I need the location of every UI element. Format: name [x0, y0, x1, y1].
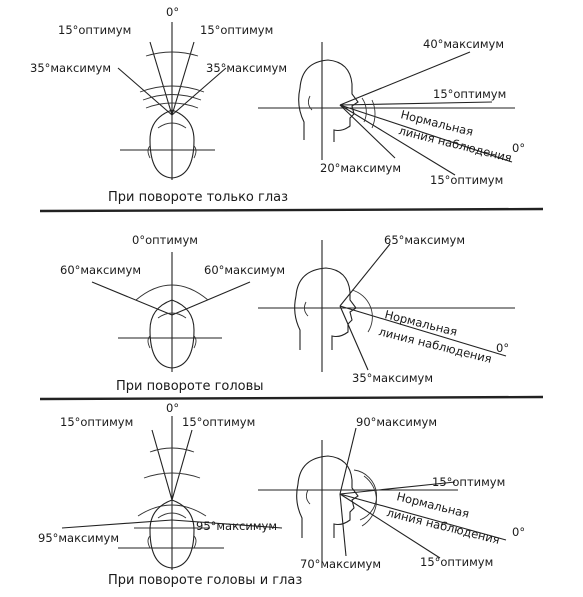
- side-zero-label: 0°: [496, 341, 509, 355]
- side-up-max-label: 40°максимум: [423, 37, 504, 51]
- side-down-max-label: 70°максимум: [300, 557, 381, 571]
- section-divider: [39, 207, 544, 213]
- caption-head-only: При повороте головы: [116, 379, 264, 394]
- top-zero-opt-label: 0°оптимум: [132, 233, 198, 247]
- side-view-eyes-only: [258, 42, 515, 176]
- side-down-opt-label: 15°оптимум: [420, 555, 493, 569]
- top-left-max-label: 60°максимум: [60, 263, 141, 277]
- head-profile-icon: [294, 267, 357, 350]
- section-head-and-eyes: 0° 15°оптимум 15°оптимум 95°максимум 95°…: [38, 401, 525, 588]
- top-right-max-label: 95°максимум: [196, 519, 277, 533]
- head-top-icon: [149, 299, 195, 369]
- top-right-max-label: 35°максимум: [206, 61, 287, 75]
- caption-head-and-eyes: При повороте головы и глаз: [108, 573, 302, 588]
- head-top-icon: [149, 109, 195, 179]
- top-right-opt-label: 15°оптимум: [182, 415, 255, 429]
- top-left-opt-label: 15°оптимум: [58, 23, 131, 37]
- side-zero-label: 0°: [512, 141, 525, 155]
- caption-eyes-only: При повороте только глаз: [108, 190, 288, 205]
- side-down-opt-label: 15°оптимум: [430, 173, 503, 187]
- top-view-head-only: [91, 252, 251, 372]
- side-up-max-label: 90°максимум: [356, 415, 437, 429]
- top-left-max-label: 95°максимум: [38, 531, 119, 545]
- side-view-head-only: [258, 240, 515, 372]
- top-view-head-and-eyes: [61, 416, 283, 570]
- side-up-opt-label: 15°оптимум: [433, 87, 506, 101]
- section-divider: [39, 395, 544, 401]
- head-top-icon: [149, 499, 195, 569]
- top-right-opt-label: 15°оптимум: [200, 23, 273, 37]
- head-profile-icon: [298, 59, 359, 142]
- top-left-max-label: 35°максимум: [30, 61, 111, 75]
- top-view-eyes-only: [117, 22, 227, 180]
- head-profile-icon: [296, 455, 359, 538]
- top-left-opt-label: 15°оптимум: [60, 415, 133, 429]
- top-zero-label: 0°: [166, 5, 179, 19]
- section-head-only: 0°оптимум 60°максимум 60°максимум 65°мак…: [60, 233, 515, 394]
- side-down-max-label: 35°максимум: [352, 371, 433, 385]
- side-up-max-label: 65°максимум: [384, 233, 465, 247]
- side-down-max-label: 20°максимум: [320, 161, 401, 175]
- side-zero-label: 0°: [512, 525, 525, 539]
- side-up-opt-label: 15°оптимум: [432, 475, 505, 489]
- section-eyes-only: 0° 15°оптимум 15°оптимум 35°максимум 35°…: [30, 5, 525, 205]
- top-right-max-label: 60°максимум: [204, 263, 285, 277]
- side-view-head-and-eyes: [258, 427, 507, 562]
- top-zero-label: 0°: [166, 401, 179, 415]
